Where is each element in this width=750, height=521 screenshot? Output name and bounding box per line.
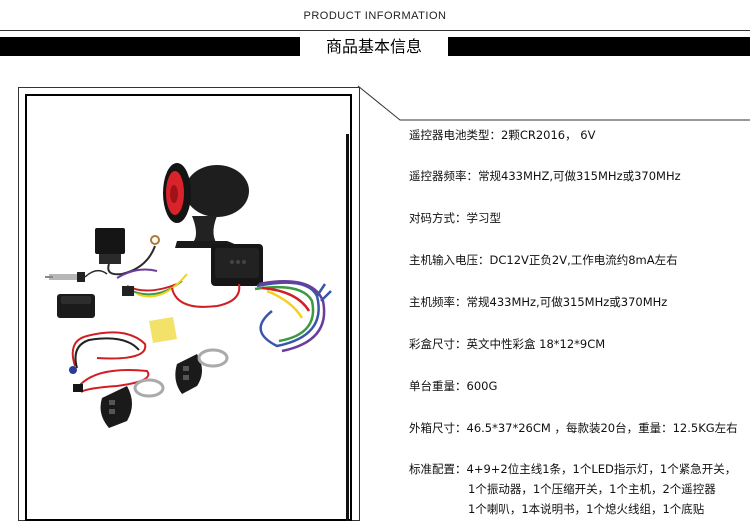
spec-value: 2颗CR2016， 6V [501,128,596,142]
spec-label: 主机输入电压： [409,253,490,267]
remote-control-icon [100,378,165,428]
remote-control-icon [175,348,229,394]
spec-row: 主机输入电压：DC12V正负2V,工作电流约8mA左右 [409,250,678,270]
spec-row: 对码方式：学习型 [409,208,501,228]
spec-value: DC12V正负2V,工作电流约8mA左右 [489,253,678,267]
spec-value: 学习型 [466,211,502,225]
header-title: PRODUCT INFORMATION [303,10,447,22]
spec-value: 600G [466,379,498,393]
header-divider [0,30,750,31]
wire-harness-icon [254,280,332,353]
spec-label: 遥控器电池类型： [409,128,501,142]
config-line: 1个喇叭，1本说明书，1个熄火线组，1个底贴 [468,502,705,516]
spec-label: 对码方式： [409,211,467,225]
spec-value: 常规433MHz,可做315MHz或370MHz [466,295,668,309]
standard-config: 标准配置：4+9+2位主线1条，1个LED指示灯，1个紧急开关， 1个振动器，1… [409,459,736,519]
spec-row: 彩盒尺寸：英文中性彩盒 18*12*9CM [409,334,605,354]
spec-label: 标准配置： [409,462,467,476]
config-line: 4+9+2位主线1条，1个LED指示灯，1个紧急开关， [466,462,737,476]
spec-value: 46.5*37*26CM ，每款装20台，重量：12.5KG左右 [466,421,738,435]
spec-label: 外箱尺寸： [409,421,467,435]
image-frame-inner [25,94,352,521]
relay-icon [95,228,160,276]
spec-label: 遥控器频率： [409,169,478,183]
car-alarm-kit-image [45,163,332,428]
connector-wires-icon [116,268,241,308]
door-switch-icon [45,269,108,282]
spec-label: 彩盒尺寸： [409,337,467,351]
shock-sensor-icon [57,294,95,318]
led-indicator-icon [69,331,147,374]
spec-row: 单台重量：600G [409,376,497,396]
title-bar-left [0,37,300,56]
config-line: 1个振动器，1个压缩开关，1个主机，2个遥控器 [468,482,716,496]
spec-label: 主机频率： [409,295,467,309]
title-bar-right [448,37,750,56]
spec-row: 遥控器频率：常规433MHZ,可做315MHz或370MHz [409,166,681,186]
spec-row: 外箱尺寸：46.5*37*26CM ，每款装20台，重量：12.5KG左右 [409,418,738,438]
sticker-icon [149,317,177,343]
siren-icon [163,163,249,248]
spec-label: 单台重量： [409,379,467,393]
image-frame-accent [346,134,349,521]
spec-row: 主机频率：常规433MHz,可做315MHz或370MHz [409,292,667,312]
spec-value: 英文中性彩盒 18*12*9CM [466,337,606,351]
section-title: 商品基本信息 [325,37,422,56]
spec-row: 遥控器电池类型：2颗CR2016， 6V [409,125,595,145]
control-unit-icon [211,244,263,286]
emergency-switch-icon [73,369,150,393]
spec-value: 常规433MHZ,可做315MHz或370MHz [478,169,681,183]
